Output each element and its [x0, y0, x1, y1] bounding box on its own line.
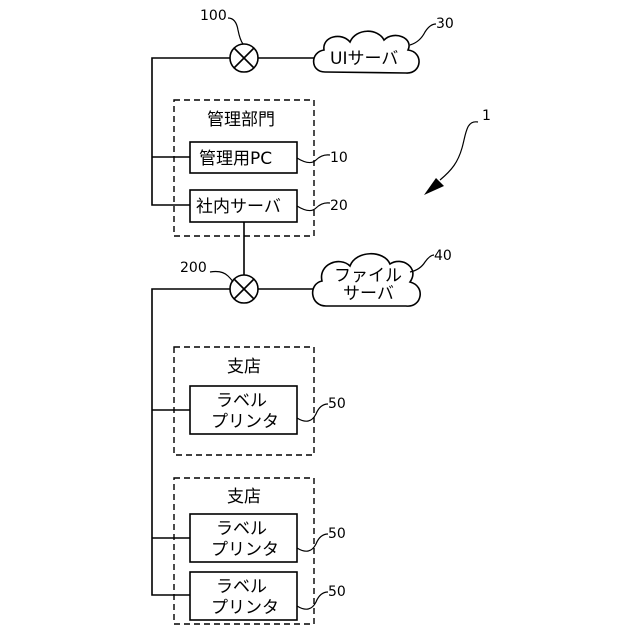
ref-30: 30 — [436, 16, 454, 32]
ref-50: 50 — [328, 396, 346, 412]
management-dept-label: 管理部門 — [207, 110, 275, 130]
ref-40: 40 — [434, 248, 452, 264]
management-pc-label: 管理用PC — [199, 149, 272, 169]
management-department: 管理部門 管理用PC 10 社内サーバ 20 — [174, 100, 348, 236]
branch-2-label: 支店 — [227, 487, 261, 507]
junction-200: 200 — [180, 260, 258, 303]
ref-1: 1 — [482, 108, 491, 124]
printer-line2: プリンタ — [211, 598, 279, 618]
printer-line2: プリンタ — [211, 412, 279, 432]
printer-line1: ラベル — [216, 577, 267, 597]
branch-2: 支店 ラベル プリンタ 50 ラベル プリンタ 50 — [174, 478, 346, 624]
branch-1-label: 支店 — [227, 357, 261, 377]
ui-server-cloud: UIサーバ 30 — [314, 16, 454, 73]
arrow-icon — [424, 178, 444, 195]
printer-line1: ラベル — [216, 391, 267, 411]
file-server-cloud: ファイル サーバ 40 — [313, 248, 452, 306]
junction-100: 100 — [200, 8, 258, 72]
ref-100: 100 — [200, 8, 227, 24]
printer-line2: プリンタ — [211, 540, 279, 560]
ref-50: 50 — [328, 526, 346, 542]
ref-200: 200 — [180, 260, 207, 276]
printer-line1: ラベル — [216, 519, 267, 539]
internal-server-label: 社内サーバ — [196, 197, 281, 217]
file-server-line2: サーバ — [343, 284, 394, 304]
ref-10: 10 — [330, 150, 348, 166]
system-reference: 1 — [424, 108, 491, 195]
ref-20: 20 — [330, 198, 348, 214]
file-server-line1: ファイル — [334, 266, 402, 286]
branch-1: 支店 ラベル プリンタ 50 — [174, 347, 346, 455]
ui-server-label: UIサーバ — [330, 49, 398, 69]
ref-50: 50 — [328, 584, 346, 600]
